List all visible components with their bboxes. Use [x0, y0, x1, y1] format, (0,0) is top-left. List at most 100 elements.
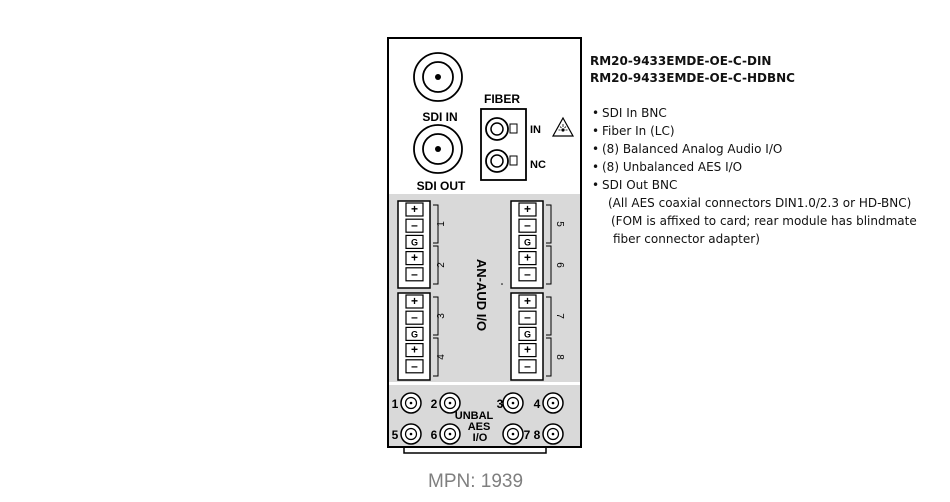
terminal-pin-label: – [524, 267, 531, 281]
terminal-pin [518, 234, 537, 249]
aes-coax-connector [400, 423, 422, 445]
audio-terminal-blocks: +–G+–12+–G+–34+–G+–56+–G+–78 [397, 200, 565, 381]
fiber-in-label: IN [530, 124, 541, 136]
aes-coax-connector [542, 423, 564, 445]
feature-item: (8) Balanced Analog Audio I/O [590, 140, 945, 158]
terminal-pin [405, 234, 424, 249]
channel-bracket [433, 296, 439, 336]
terminal-pin-label: – [524, 359, 531, 373]
aes-coax-connector [502, 392, 524, 414]
aes-connector-number: 2 [431, 397, 438, 411]
terminal-pin-label: + [411, 294, 418, 308]
feature-item: SDI Out BNC [590, 176, 945, 194]
terminal-pin-label: + [411, 202, 418, 216]
sdi-out-label: SDI OUT [417, 179, 466, 193]
terminal-pin-label: – [524, 310, 531, 324]
aes-coax-connector [400, 392, 422, 414]
terminal-pin [405, 310, 424, 325]
channel-bracket [546, 337, 552, 377]
fom-note-continued: fiber connector adapter) [613, 232, 760, 246]
laser-warning-icon [551, 116, 575, 137]
channel-number: 1 [436, 221, 447, 227]
terminal-block: + – G + – 5 6 [510, 200, 565, 289]
aes-coax-connector [542, 392, 564, 414]
terminal-pin [405, 251, 424, 266]
channel-number: 5 [554, 221, 565, 227]
channel-number: 6 [554, 262, 565, 268]
fom-note: (FOM is affixed to card; rear module has… [611, 214, 917, 228]
sdi-in-bnc-connector [413, 52, 463, 102]
fiber-nc-lc-port [485, 149, 518, 173]
aes-coax-connector [439, 392, 461, 414]
audio-section-label: AN-AUD I/O [474, 259, 489, 331]
aes-connector-number: 3 [497, 397, 504, 411]
terminal-pin [518, 343, 537, 358]
channel-bracket [546, 204, 552, 244]
card-bottom-tab [403, 447, 547, 454]
fiber-in-lc-port [485, 117, 518, 141]
terminal-pin [518, 294, 537, 309]
terminal-pin-label: G [411, 237, 418, 247]
connector-note: (All AES coaxial connectors DIN1.0/2.3 o… [608, 196, 912, 210]
terminal-pin-label: + [411, 251, 418, 265]
terminal-pin [405, 202, 424, 217]
terminal-pin-label: + [411, 343, 418, 357]
channel-number: 8 [554, 354, 565, 360]
model-number-din: RM20-9433EMDE-OE-C-DIN [590, 54, 772, 68]
sdi-in-label: SDI IN [422, 110, 457, 124]
terminal-pin-label: – [411, 310, 418, 324]
terminal-pin [518, 359, 537, 374]
terminal-pin-label: – [411, 218, 418, 232]
aes-connector-number: 6 [431, 428, 438, 442]
terminal-pin-label: – [524, 218, 531, 232]
channel-bracket [433, 204, 439, 244]
mpn-label: MPN: 1939 [428, 471, 524, 492]
terminal-pin [518, 218, 537, 233]
fiber-nc-label: NC [530, 159, 546, 171]
feature-item: (8) Unbalanced AES I/O [590, 158, 945, 176]
terminal-pin [405, 218, 424, 233]
terminal-pin [405, 326, 424, 341]
aes-connector-number: 7 [524, 428, 531, 442]
terminal-pin [518, 326, 537, 341]
channel-bracket [433, 337, 439, 377]
aes-coax-connector [439, 423, 461, 445]
terminal-pin [518, 267, 537, 282]
sdi-out-bnc-connector [413, 124, 463, 174]
channel-number: 4 [436, 354, 447, 360]
terminal-pin [518, 202, 537, 217]
terminal-pin-label: + [524, 251, 531, 265]
terminal-pin-label: – [411, 359, 418, 373]
terminal-pin-label: G [524, 329, 531, 339]
channel-bracket [546, 245, 552, 285]
aes-label-line-1: UNBAL [455, 410, 494, 422]
product-info: RM20-9433EMDE-OE-C-DIN RM20-9433EMDE-OE-… [590, 53, 945, 248]
terminal-block: +–G+–12 [397, 200, 447, 289]
aes-connector-number: 5 [392, 428, 399, 442]
aes-connector-number: 8 [534, 428, 541, 442]
feature-list: SDI In BNC Fiber In (LC) (8) Balanced An… [590, 104, 945, 194]
terminal-block: + – G + – 7 8 [510, 292, 565, 381]
terminal-pin [518, 310, 537, 325]
model-number-hdbnc: RM20-9433EMDE-OE-C-HDBNC [590, 71, 795, 85]
terminal-pin-label: – [411, 267, 418, 281]
aes-label-line-3: I/O [473, 432, 488, 444]
feature-item: SDI In BNC [590, 104, 945, 122]
terminal-pin-label: + [524, 294, 531, 308]
channel-number: 3 [436, 313, 447, 319]
terminal-pin [405, 359, 424, 374]
terminal-pin-label: + [524, 343, 531, 357]
terminal-pin-label: G [524, 237, 531, 247]
terminal-pin-label: + [524, 202, 531, 216]
channel-bracket [546, 296, 552, 336]
aes-label-line-2: AES [468, 421, 491, 433]
channel-number: 7 [554, 313, 565, 319]
terminal-block: +–G+–34 [397, 292, 447, 381]
panel-dot [501, 283, 503, 285]
terminal-pin [405, 294, 424, 309]
channel-bracket [433, 245, 439, 285]
feature-item: Fiber In (LC) [590, 122, 945, 140]
aes-coax-connector [502, 423, 524, 445]
